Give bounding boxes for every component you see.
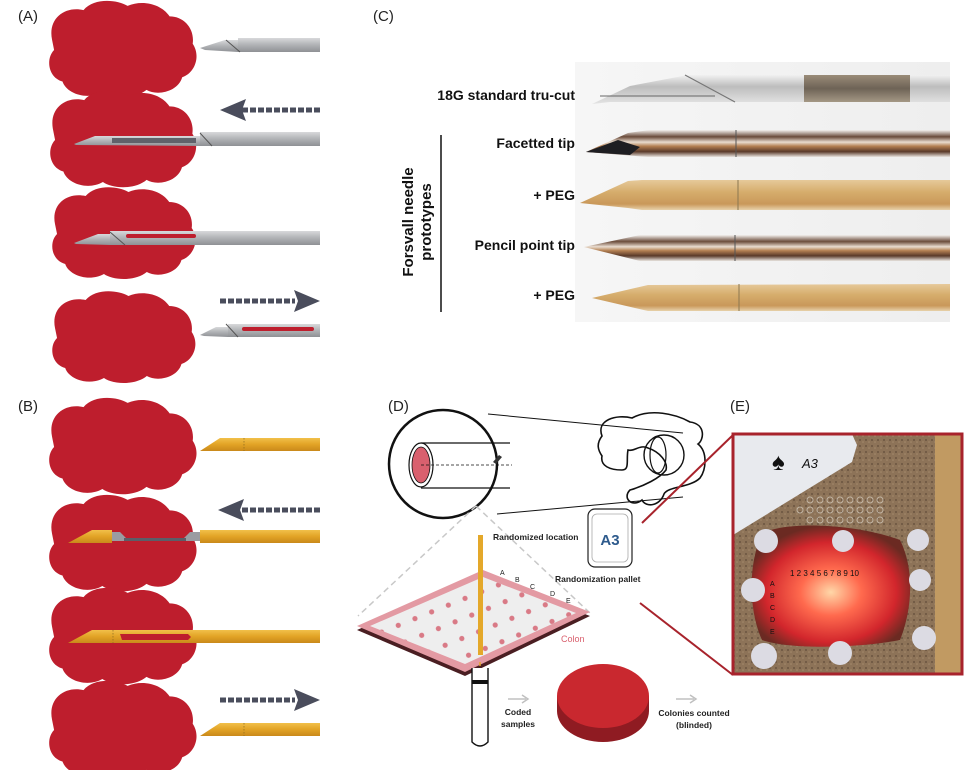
culture-plate bbox=[557, 664, 649, 742]
projection-lines bbox=[357, 505, 591, 617]
grid-row-letters: A B C D E bbox=[770, 581, 775, 636]
needle-photo-pencil bbox=[584, 235, 950, 261]
needle-photo-trucut bbox=[592, 74, 950, 104]
card-code: A3 bbox=[600, 532, 619, 549]
coded-samples-label-2: samples bbox=[501, 719, 535, 729]
panel-a-step-1 bbox=[49, 0, 320, 98]
panel-b-step-3 bbox=[49, 587, 320, 685]
panel-a-step-2 bbox=[50, 90, 320, 188]
panel-a-step-4 bbox=[52, 290, 320, 383]
svg-text:C: C bbox=[530, 584, 535, 591]
forsvall-needle-withdrawn bbox=[200, 723, 320, 736]
randomized-location-label: Randomized location bbox=[493, 532, 578, 542]
needle-photo-facetted bbox=[586, 130, 950, 157]
label-facetted-peg: + PEG bbox=[533, 187, 575, 203]
forsvall-needle-inserted bbox=[68, 530, 320, 543]
connector-line-top bbox=[641, 434, 734, 524]
panel-b-step-4 bbox=[49, 680, 320, 770]
colonies-counted-label-1: Colonies counted bbox=[658, 708, 729, 718]
arrow-left-icon bbox=[218, 499, 320, 521]
svg-text:D: D bbox=[770, 617, 775, 624]
label-pencil-peg: + PEG bbox=[533, 287, 575, 303]
trucut-needle-inserted bbox=[74, 132, 320, 147]
panel-label-a: (A) bbox=[18, 8, 38, 25]
svg-text:E: E bbox=[770, 629, 775, 636]
pins bbox=[741, 529, 936, 669]
panel-b-step-2 bbox=[49, 494, 320, 592]
panel-label-e: (E) bbox=[730, 398, 750, 415]
grid-column-numbers: 1 2 3 4 5 6 7 8 9 10 bbox=[790, 569, 859, 578]
coded-samples-label-1: Coded bbox=[505, 707, 531, 717]
panel-b-step-1 bbox=[49, 397, 320, 495]
pallet-holes bbox=[796, 496, 884, 524]
trucut-needle-with-sample bbox=[200, 323, 320, 338]
label-18g-standard: 18G standard tru-cut bbox=[437, 87, 575, 103]
colon-cross-section-magnifier bbox=[387, 408, 684, 520]
svg-text:A: A bbox=[770, 581, 775, 588]
group-label-line2: prototypes bbox=[418, 183, 435, 261]
panel-label-c: (C) bbox=[373, 8, 394, 25]
randomization-pallet bbox=[357, 570, 590, 676]
label-facetted-tip: Facetted tip bbox=[496, 135, 575, 151]
needle-photo-pencil-peg bbox=[592, 284, 950, 311]
card-handwritten-code: A3 bbox=[801, 456, 819, 471]
arrow-right-icon bbox=[220, 290, 320, 312]
panel-label-b: (B) bbox=[18, 398, 38, 415]
pallet-row-letters: A B C D E bbox=[500, 570, 571, 605]
panel-a-step-3 bbox=[52, 187, 320, 279]
connector-line-bottom bbox=[639, 602, 734, 676]
needle-photo-facetted-peg bbox=[580, 180, 950, 210]
colon-label: Colon bbox=[561, 634, 585, 644]
needle-sequence-diagrams bbox=[49, 0, 320, 770]
colonies-counted-label-2: (blinded) bbox=[676, 720, 712, 730]
randomization-card: A3 bbox=[587, 508, 633, 568]
arrow-right-icon bbox=[508, 694, 530, 704]
trucut-needle-sampling bbox=[74, 231, 320, 246]
biopsy-needle-vertical bbox=[478, 535, 483, 655]
arrow-left-icon bbox=[220, 99, 320, 121]
needle-glyph-icon bbox=[493, 455, 502, 464]
group-label-line1: Forsvall needle bbox=[400, 167, 417, 276]
svg-text:B: B bbox=[770, 593, 775, 600]
trucut-needle bbox=[200, 38, 320, 53]
svg-text:B: B bbox=[515, 577, 520, 584]
label-pencil-point: Pencil point tip bbox=[475, 237, 575, 253]
svg-text:A: A bbox=[500, 570, 505, 577]
randomization-pallet-label: Randomization pallet bbox=[555, 574, 641, 584]
svg-text:C: C bbox=[770, 605, 775, 612]
forsvall-needle-sampling bbox=[68, 630, 320, 643]
colon-outline bbox=[597, 411, 706, 506]
arrow-right-icon bbox=[220, 689, 320, 711]
spade-icon: ♠ bbox=[772, 449, 785, 476]
forsvall-needle bbox=[200, 438, 320, 451]
arrow-right-icon bbox=[676, 694, 698, 704]
svg-text:D: D bbox=[550, 591, 555, 598]
panel-e-photo: ♠ A3 1 2 3 4 5 6 7 8 9 10 A B C D E bbox=[731, 432, 964, 676]
panel-label-d: (D) bbox=[388, 398, 409, 415]
sample-tube bbox=[471, 668, 489, 747]
playing-card-a3 bbox=[733, 434, 857, 535]
photo-frame bbox=[731, 432, 964, 676]
svg-text:E: E bbox=[566, 598, 571, 605]
